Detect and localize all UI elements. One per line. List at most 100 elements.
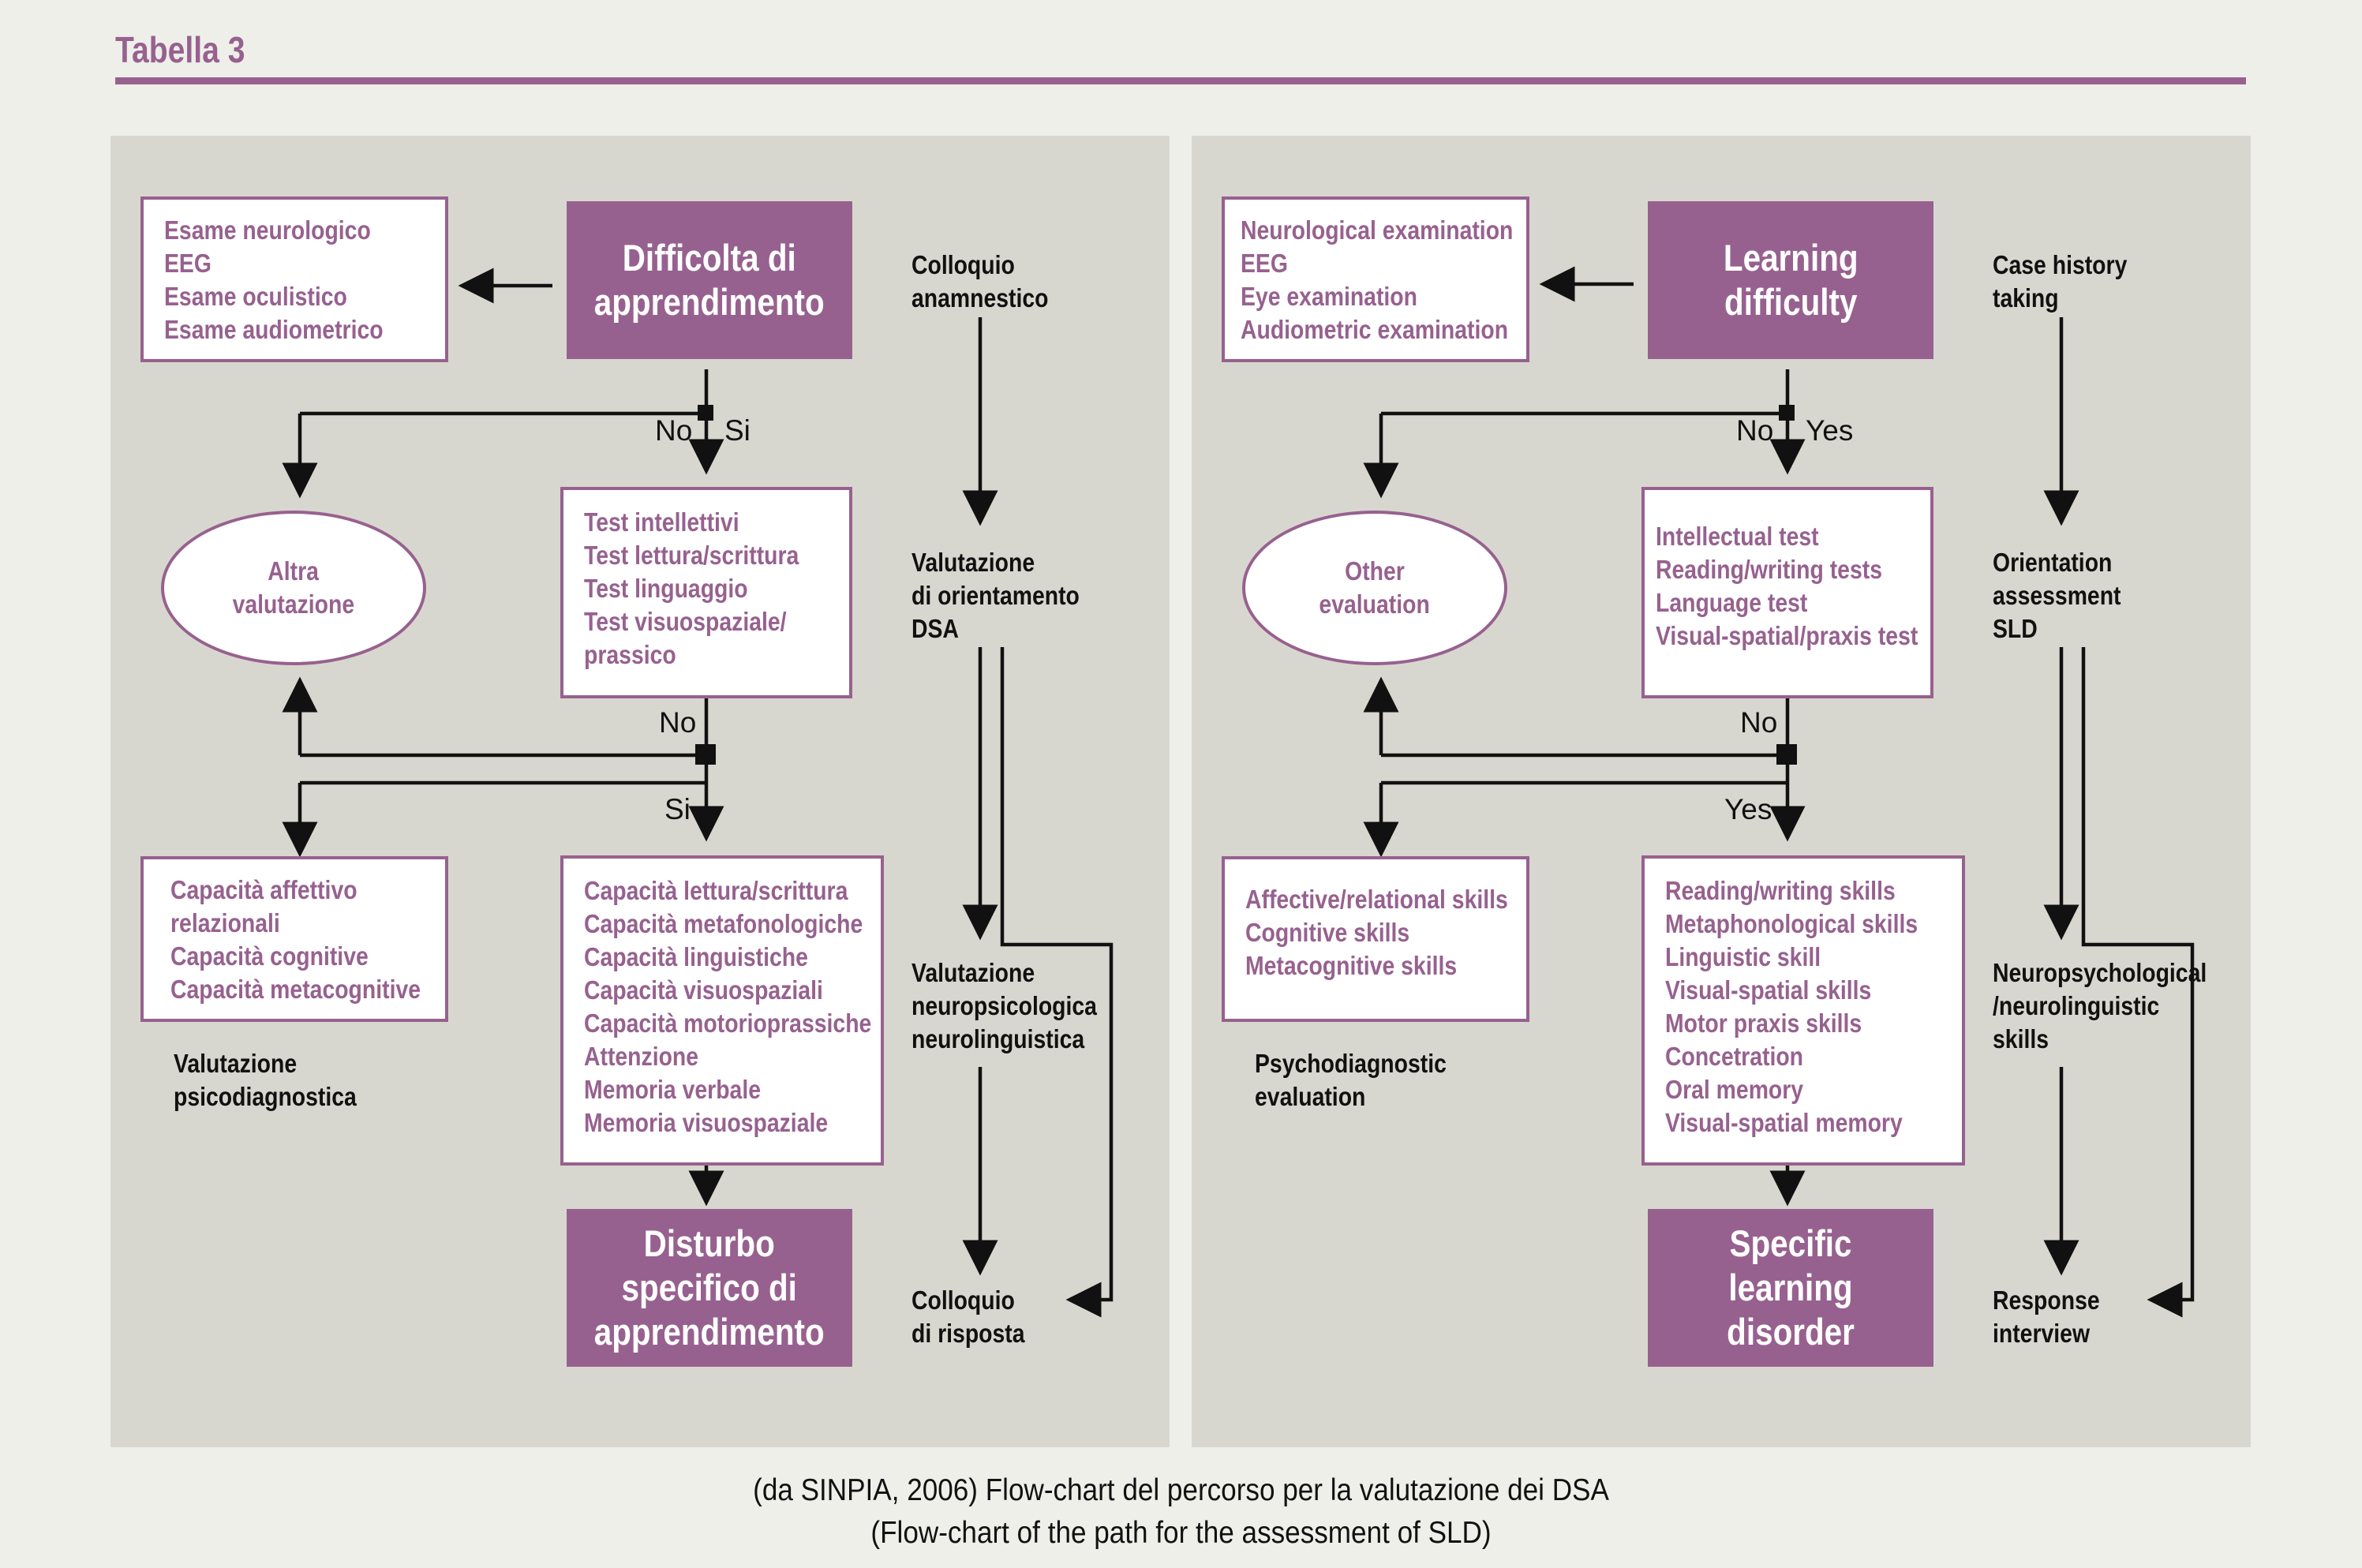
skill-item: Capacità linguistiche	[584, 942, 808, 971]
skill-item: Memoria visuospaziale	[584, 1108, 829, 1137]
exam-item: Neurological examination	[1241, 215, 1514, 245]
exam-item: Eye examination	[1241, 282, 1417, 311]
orientation-label: Valutazione di orientamento DSA	[911, 546, 1107, 646]
disorder-line: Disturbo	[643, 1222, 776, 1264]
skill-item: Capacità motorioprassiche	[584, 1009, 872, 1038]
start-line: apprendimento	[594, 281, 825, 323]
test-item: Test visuospaziale/	[584, 607, 787, 636]
neuro-label: Valutazione neuropsicologica neurolingui…	[911, 956, 1127, 1056]
exam-item: EEG	[164, 249, 211, 278]
exam-item: Esame audiometrico	[164, 315, 384, 344]
affective-item: relazionali	[170, 908, 280, 937]
start-box: Learning difficulty	[1648, 201, 1933, 359]
no-label: No	[1740, 706, 1778, 739]
connector-lines	[1363, 266, 2195, 1318]
start-box: Difficolta di apprendimento	[567, 201, 852, 359]
affective-item: Metacognitive skills	[1245, 951, 1458, 980]
skill-item: Capacità lettura/scrittura	[584, 876, 848, 905]
exam-item: Esame neurologico	[164, 215, 371, 245]
disorder-line: disorder	[1727, 1311, 1855, 1353]
disorder-box: Disturbo specifico di apprendimento	[567, 1209, 852, 1367]
skill-item: Visual-spatial skills	[1665, 975, 1872, 1005]
psycho-line: evaluation	[1255, 1082, 1366, 1111]
flowchart-panel-english: Neurological examination EEG Eye examina…	[1192, 136, 2251, 1447]
table-title: Tabella 3	[115, 29, 245, 70]
test-item: Test linguaggio	[584, 574, 748, 603]
tests-box: Intellectual test Reading/writing tests …	[1641, 487, 1933, 698]
orient-line: DSA	[911, 614, 959, 643]
no-label: No	[659, 706, 697, 739]
psycho-line: psicodiagnostica	[174, 1082, 357, 1111]
start-line: Learning	[1723, 237, 1859, 279]
history-label: Colloquio anamnestico	[911, 249, 1071, 315]
affective-box: Affective/relational skills Cognitive sk…	[1222, 856, 1529, 1022]
exams-box: Neurological examination EEG Eye examina…	[1222, 196, 1529, 362]
yes-label: Yes	[1724, 793, 1772, 825]
affective-item: Cognitive skills	[1245, 918, 1410, 947]
neuro-line: neurolinguistica	[911, 1024, 1085, 1053]
disorder-line: apprendimento	[594, 1311, 825, 1353]
history-line: Case history	[1993, 250, 2128, 279]
other-evaluation-ellipse: Other evaluation	[1242, 511, 1507, 665]
psycho-line: Valutazione	[174, 1049, 298, 1078]
psycho-line: Psychodiagnostic	[1255, 1049, 1447, 1078]
no-label: No	[1736, 414, 1774, 447]
neuro-line: Neuropsychological	[1993, 958, 2207, 987]
test-item: Visual-spatial/praxis test	[1656, 621, 1918, 650]
orient-line: Orientation	[1993, 548, 2113, 577]
disorder-line: specifico di	[621, 1267, 798, 1308]
exam-item: Esame oculistico	[164, 282, 347, 311]
skill-item: Concetration	[1665, 1042, 1804, 1071]
skill-item: Capacità visuospaziali	[584, 975, 823, 1005]
exams-box: Esame neurologico EEG Esame oculistico E…	[140, 196, 448, 362]
neuro-line: skills	[1993, 1024, 2049, 1053]
affective-item: Capacità metacognitive	[170, 975, 421, 1004]
neuro-label: Neuropsychological /neurolinguistic skil…	[1993, 956, 2241, 1056]
header-rule	[115, 77, 2246, 84]
exam-item: EEG	[1241, 249, 1288, 278]
other-line: evaluation	[1319, 589, 1431, 619]
response-label: Colloquio di risposta	[911, 1284, 1043, 1350]
affective-item: Capacità cognitive	[170, 941, 369, 971]
disorder-line: Specific	[1729, 1222, 1852, 1264]
figure-caption: (da SINPIA, 2006) Flow-chart del percors…	[0, 1469, 2362, 1555]
test-item: Test lettura/scrittura	[584, 541, 799, 570]
orient-line: SLD	[1993, 614, 2038, 643]
yes-label: Yes	[1806, 414, 1854, 447]
psychodiagnostic-label: Valutazione psicodiagnostica	[174, 1047, 387, 1113]
skill-item: Memoria verbale	[584, 1075, 762, 1104]
neuro-line: Valutazione	[911, 958, 1035, 987]
caption-line: (Flow-chart of the path for the assessme…	[870, 1516, 1492, 1550]
skill-item: Linguistic skill	[1665, 942, 1821, 971]
start-line: Difficolta di	[622, 237, 797, 279]
history-line: anamnestico	[911, 283, 1049, 312]
orientation-label: Orientation assessment SLD	[1993, 546, 2142, 646]
test-item: Reading/writing tests	[1656, 555, 1882, 584]
no-label: No	[655, 414, 693, 447]
skill-item: Motor praxis skills	[1665, 1009, 1862, 1038]
history-line: taking	[1993, 283, 2059, 312]
test-item: Language test	[1656, 588, 1808, 617]
yes-label: Si	[664, 793, 691, 825]
exam-item: Audiometric examination	[1241, 315, 1509, 344]
disorder-box: Specific learning disorder	[1648, 1209, 1933, 1367]
affective-item: Affective/relational skills	[1245, 885, 1508, 914]
affective-item: Capacità affettivo	[170, 875, 357, 904]
other-line: valutazione	[232, 589, 355, 619]
response-line: Colloquio	[911, 1285, 1015, 1315]
skill-item: Capacità metafonologiche	[584, 909, 863, 938]
skill-item: Metaphonological skills	[1665, 909, 1918, 938]
affective-box: Capacità affettivo relazionali Capacità …	[140, 856, 448, 1022]
response-line: interview	[1993, 1319, 2091, 1348]
response-line: di risposta	[911, 1319, 1025, 1348]
orient-line: Valutazione	[911, 548, 1035, 577]
skills-box: Capacità lettura/scrittura Capacità meta…	[560, 855, 884, 1166]
start-line: difficulty	[1724, 281, 1858, 323]
disorder-line: learning	[1728, 1267, 1853, 1308]
yes-label: Si	[724, 414, 751, 447]
skill-item: Visual-spatial memory	[1665, 1108, 1903, 1137]
skills-box: Reading/writing skills Metaphonological …	[1641, 855, 1965, 1166]
tests-box: Test intellettivi Test lettura/scrittura…	[560, 487, 852, 698]
other-line: Altra	[268, 556, 320, 586]
skill-item: Reading/writing skills	[1665, 876, 1896, 905]
